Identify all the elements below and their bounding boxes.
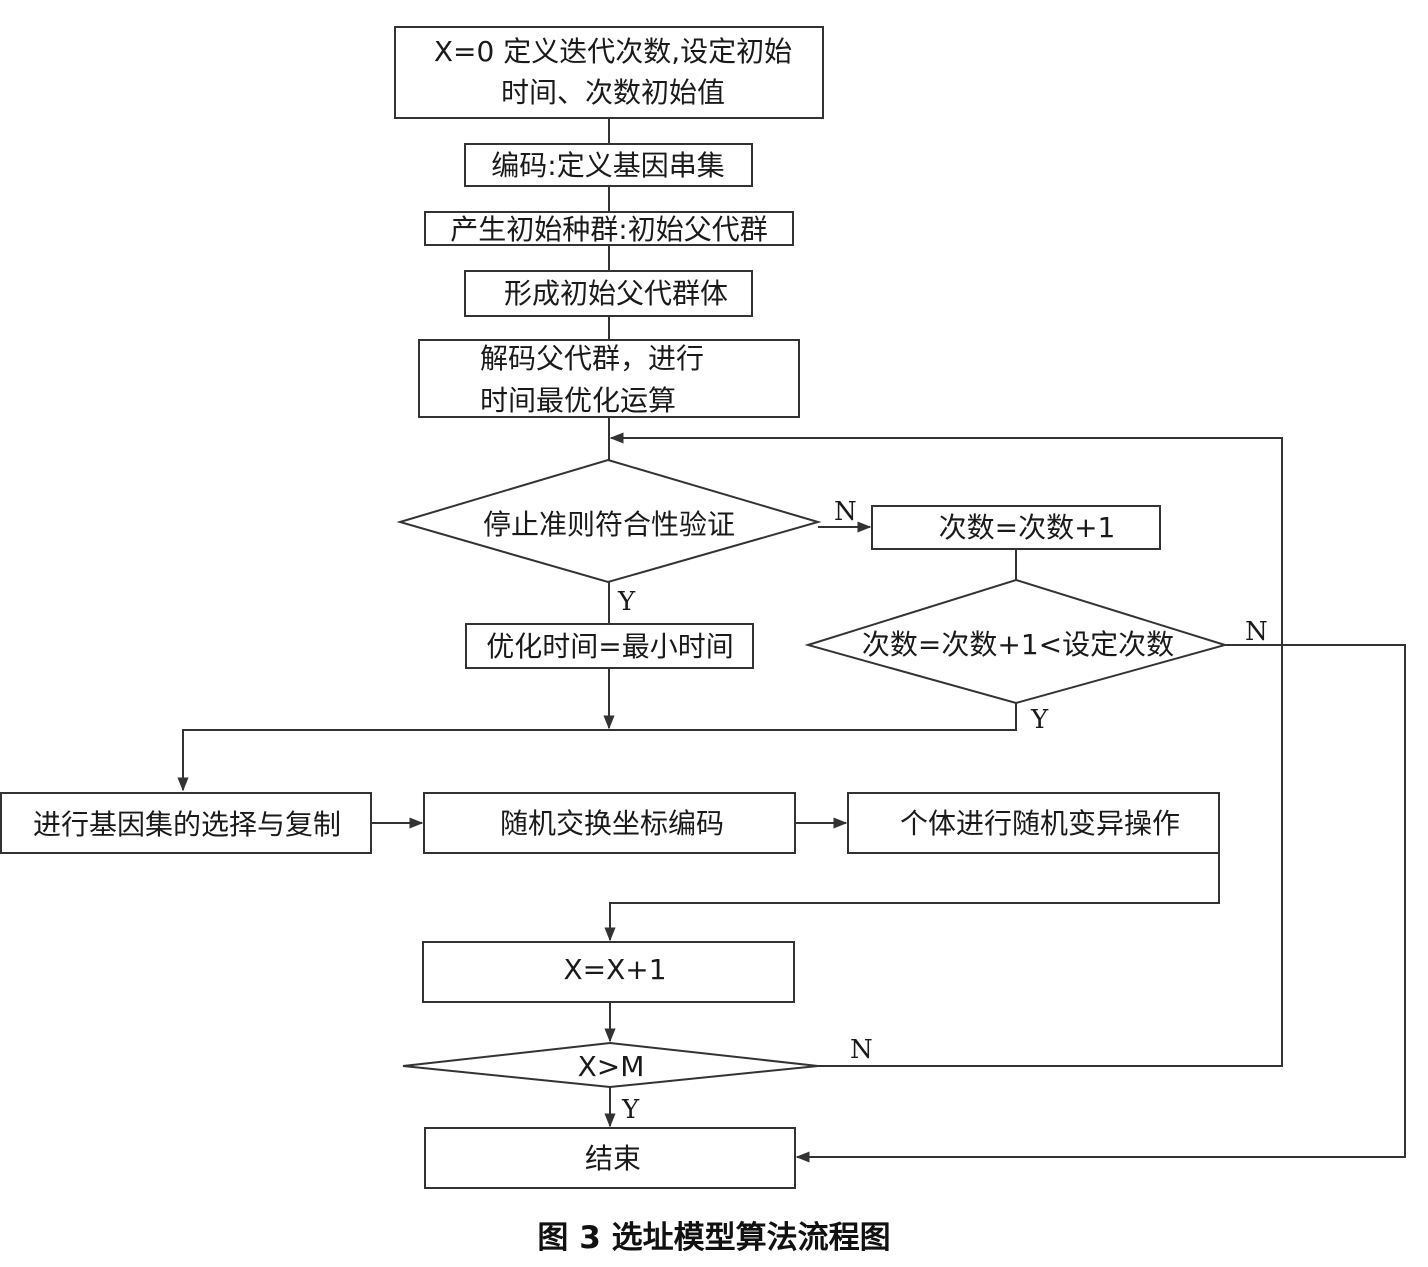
label-x-no: N	[850, 1035, 873, 1065]
node-optimal-time: 优化时间=最小时间	[465, 623, 754, 669]
node-select-copy: 进行基因集的选择与复制	[0, 792, 372, 854]
node-mutate: 个体进行随机变异操作	[847, 792, 1220, 854]
node-x-check-text: X>M	[578, 1050, 645, 1083]
connector-mutate-x-increment	[604, 853, 1220, 942]
label-stop-no: N	[834, 497, 857, 527]
connector-count-no-end	[795, 644, 1406, 1163]
node-init-line-2: 时间、次数初始值	[501, 76, 725, 109]
connector-x-check-no-loop	[609, 432, 1283, 1067]
node-decode-line-2: 时间最优化运算	[480, 384, 676, 417]
node-optimal-time-text: 优化时间=最小时间	[486, 630, 733, 663]
node-end: 结束	[424, 1127, 796, 1189]
node-count-increment: 次数=次数+1	[871, 505, 1161, 550]
node-select-copy-text: 进行基因集的选择与复制	[33, 808, 341, 841]
node-decode: 解码父代群，进行 时间最优化运算	[418, 339, 800, 418]
node-end-text: 结束	[585, 1142, 641, 1175]
label-x-yes: Y	[621, 1095, 640, 1125]
node-crossover-text: 随机交换坐标编码	[500, 807, 724, 840]
node-stop-criterion-check: 停止准则符合性验证	[396, 458, 822, 584]
node-generate-population-text: 产生初始种群:初始父代群	[450, 213, 767, 246]
node-mutate-text: 个体进行随机变异操作	[900, 807, 1180, 840]
label-stop-yes: Y	[617, 587, 636, 617]
label-count-yes: Y	[1030, 705, 1049, 735]
node-form-population-text: 形成初始父代群体	[504, 277, 728, 310]
node-encode: 编码:定义基因串集	[464, 143, 753, 187]
node-encode-text: 编码:定义基因串集	[491, 149, 724, 182]
node-count-check-text: 次数=次数+1<设定次数	[862, 628, 1174, 661]
node-decode-line-1: 解码父代群，进行	[480, 342, 704, 375]
node-x-check: X>M	[402, 1041, 819, 1089]
node-x-increment-text: X=X+1	[563, 953, 666, 986]
node-count-increment-text: 次数=次数+1	[939, 511, 1116, 544]
figure-caption: 图 3 选址模型算法流程图	[537, 1220, 891, 1256]
node-generate-population: 产生初始种群:初始父代群	[424, 211, 794, 246]
connector-count-yes-select	[177, 703, 1017, 792]
node-crossover: 随机交换坐标编码	[423, 792, 796, 854]
node-init-line-1: X=0 定义迭代次数,设定初始	[434, 35, 792, 68]
label-count-no: N	[1245, 617, 1268, 647]
node-stop-criterion-check-text: 停止准则符合性验证	[483, 508, 735, 541]
node-init: X=0 定义迭代次数,设定初始 时间、次数初始值	[394, 26, 824, 119]
node-count-check: 次数=次数+1<设定次数	[804, 578, 1229, 705]
node-x-increment: X=X+1	[422, 941, 795, 1003]
node-form-population: 形成初始父代群体	[464, 270, 753, 317]
